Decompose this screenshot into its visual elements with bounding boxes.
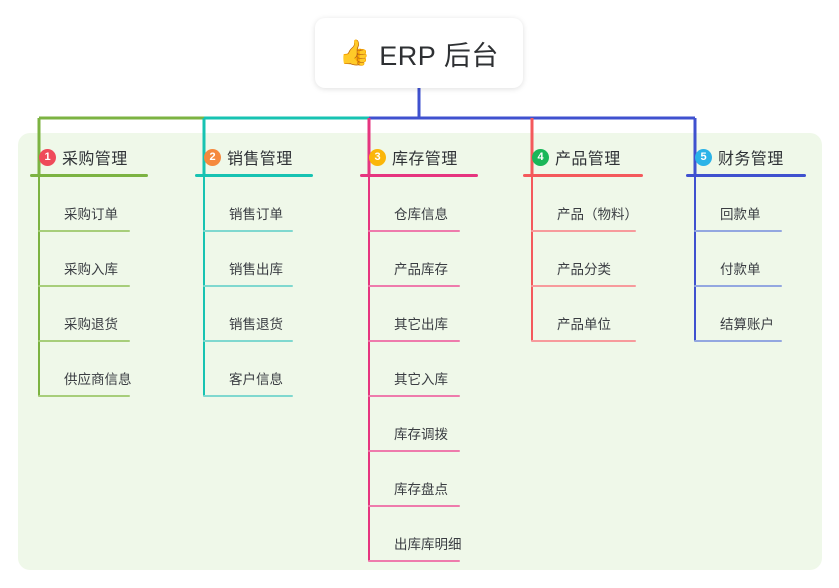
branch-item-underline	[38, 285, 130, 287]
branch-item-label: 仓库信息	[394, 207, 448, 222]
branch-item-underline	[368, 395, 460, 397]
branch-item-label: 产品库存	[394, 262, 448, 277]
branch-item-underline	[694, 285, 782, 287]
branch-header-3[interactable]: 3 库存管理	[360, 146, 458, 168]
branch-item-label: 其它入库	[394, 372, 448, 387]
branch-item-underline	[368, 505, 460, 507]
branch-item-underline	[203, 395, 293, 397]
branch-item-label: 产品分类	[557, 262, 611, 277]
branch-title: 采购管理	[62, 151, 128, 168]
branch-item-underline	[531, 230, 636, 232]
branch-column-3: 3 库存管理仓库信息产品库存其它出库其它入库库存调拨库存盘点出库库明细	[360, 146, 478, 562]
branch-title: 销售管理	[227, 151, 293, 168]
branch-number-badge: 5	[695, 148, 712, 166]
branch-title: 产品管理	[555, 151, 621, 168]
branch-item-label: 采购订单	[64, 207, 118, 222]
branch-spine	[694, 176, 696, 341]
branch-header-5[interactable]: 5 财务管理	[686, 146, 784, 168]
branch-underline	[686, 174, 806, 177]
branch-item-label: 产品单位	[557, 317, 611, 332]
branch-column-5: 5 财务管理回款单付款单结算账户	[686, 146, 806, 342]
branch-item-label: 库存调拨	[394, 427, 448, 442]
branch-item-underline	[38, 230, 130, 232]
branch-spine	[531, 176, 533, 341]
branch-item-label: 结算账户	[720, 317, 774, 332]
branch-item-label: 回款单	[720, 207, 761, 222]
branch-item-label: 付款单	[720, 262, 761, 277]
branch-underline	[360, 174, 478, 177]
branch-underline	[30, 174, 148, 177]
branch-item-label: 其它出库	[394, 317, 448, 332]
branch-header-4[interactable]: 4 产品管理	[523, 146, 621, 168]
branch-header-1[interactable]: 1 采购管理	[30, 146, 128, 168]
branch-item-label: 采购入库	[64, 262, 118, 277]
branch-item-underline	[694, 230, 782, 232]
branch-item-underline	[368, 560, 460, 562]
branch-spine	[368, 176, 370, 561]
root-node[interactable]: 👍 ERP 后台	[315, 18, 523, 88]
branch-number-badge: 2	[204, 148, 221, 166]
branch-item-underline	[531, 285, 636, 287]
branch-item-label: 销售订单	[229, 207, 283, 222]
branch-item-underline	[531, 340, 636, 342]
branch-item-underline	[203, 285, 293, 287]
branch-item-label: 库存盘点	[394, 482, 448, 497]
branch-item-underline	[203, 230, 293, 232]
root-node-content: 👍 ERP 后台	[339, 34, 499, 73]
branch-item-underline	[368, 340, 460, 342]
branch-item-underline	[368, 285, 460, 287]
branch-item-label: 采购退货	[64, 317, 118, 332]
diagram-panel	[18, 133, 822, 570]
branch-item-label: 供应商信息	[64, 372, 132, 387]
branch-underline	[523, 174, 643, 177]
root-title: ERP 后台	[379, 40, 499, 71]
branch-column-1: 1 采购管理采购订单采购入库采购退货供应商信息	[30, 146, 148, 397]
branch-item-label: 产品（物料）	[557, 207, 638, 222]
thumbs-up-icon: 👍	[339, 38, 371, 67]
branch-item-underline	[38, 340, 130, 342]
branch-item-underline	[368, 450, 460, 452]
branch-header-2[interactable]: 2 销售管理	[195, 146, 293, 168]
branch-item-underline	[203, 340, 293, 342]
branch-item-underline	[694, 340, 782, 342]
branch-title: 库存管理	[392, 151, 458, 168]
branch-item-underline	[38, 395, 130, 397]
branch-item-underline	[368, 230, 460, 232]
branch-item-label: 客户信息	[229, 372, 283, 387]
branch-number-badge: 3	[369, 148, 386, 166]
branch-column-2: 2 销售管理销售订单销售出库销售退货客户信息	[195, 146, 313, 397]
branch-item-label: 销售退货	[229, 317, 283, 332]
branch-underline	[195, 174, 313, 177]
branch-number-badge: 1	[39, 148, 56, 166]
branch-item-label: 销售出库	[229, 262, 283, 277]
branch-title: 财务管理	[718, 151, 784, 168]
branch-number-badge: 4	[532, 148, 549, 166]
branch-column-4: 4 产品管理产品（物料） 产品分类产品单位	[523, 146, 643, 342]
branch-item-label: 出库库明细	[394, 537, 462, 552]
